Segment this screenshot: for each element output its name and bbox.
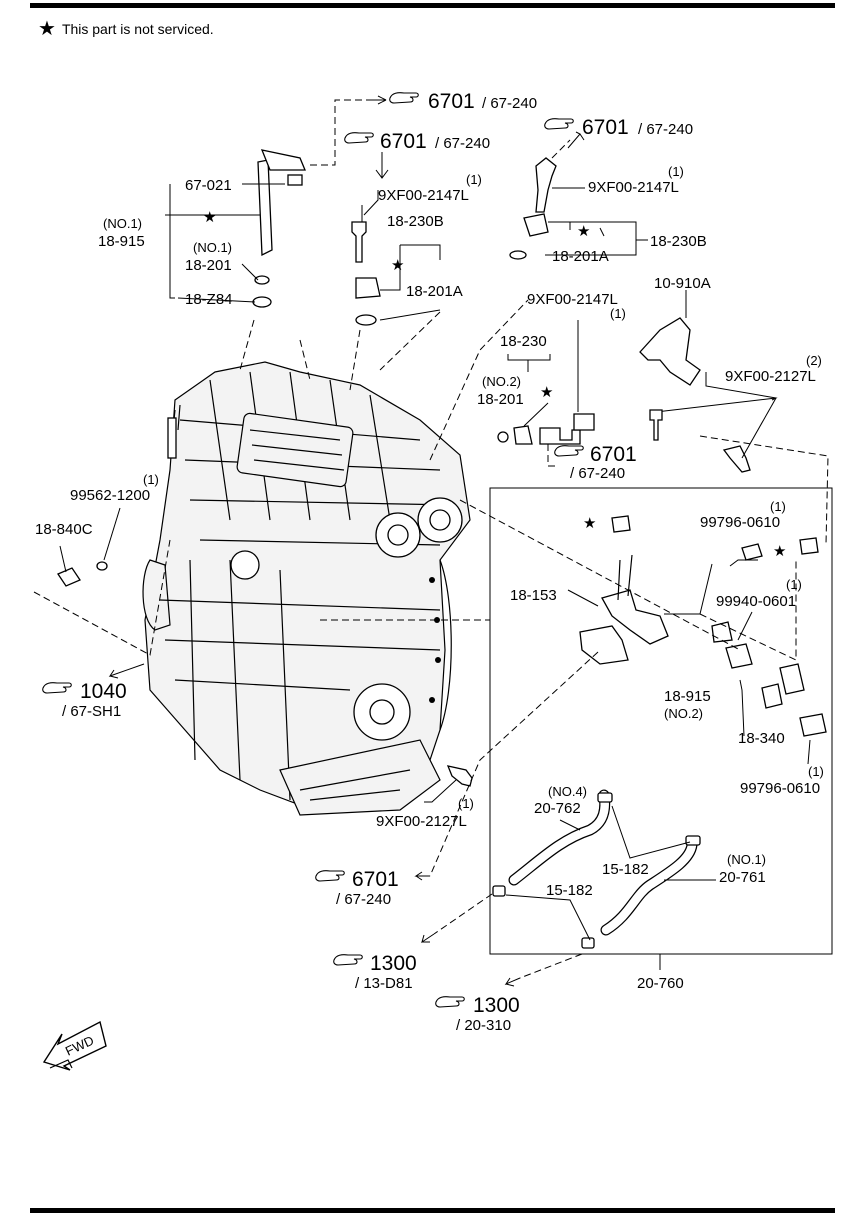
star-marker: ★ [583,515,596,532]
label-18-230b: 18-230B [387,213,444,230]
label-18-153: 18-153 [510,587,557,604]
label-18-z84: 18-Z84 [185,291,233,308]
label-18-340: 18-340 [738,730,785,747]
label-18-201: 18-201 [185,257,232,274]
reference-link-1300[interactable]: 1300 / 20-310 [435,994,520,1034]
label-18-915: 18-915 [98,233,145,250]
label-99562-1200: 99562-1200 [70,487,150,504]
label-no4: (NO.4) [548,784,587,799]
label-no2: (NO.2) [664,706,703,721]
assembly-frame-20-760 [489,487,833,955]
legend-note: ★ This part is not serviced. [38,19,214,39]
label-99796-0610: 99796-0610 [700,514,780,531]
ref-number: 6701 [582,116,629,139]
label-no1: (NO.1) [727,852,766,867]
label-15-182: 15-182 [602,861,649,878]
label-qty: (1) [808,764,824,779]
forward-arrow-icon: FWD [42,1020,107,1071]
label-9xf00-2147l: 9XF00-2147L [588,179,679,196]
ref-number: 6701 [380,130,427,153]
reference-link-6701[interactable]: 6701 / 67-240 [315,868,399,908]
label-qty: (1) [786,577,802,592]
ref-page: / 67-240 [638,121,693,138]
label-20-761: 20-761 [719,869,766,886]
ref-page: / 67-240 [336,891,391,908]
reference-link-6701[interactable]: 6701 / 67-240 [554,443,637,482]
ref-page: / 13-D81 [355,975,413,992]
label-18-915: 18-915 [664,688,711,705]
star-marker: ★ [577,223,590,240]
star-marker: ★ [540,384,553,401]
label-9xf00-2147l: 9XF00-2147L [527,291,618,308]
star-marker: ★ [391,257,404,274]
ref-number: 6701 [352,868,399,891]
star-marker: ★ [203,209,216,226]
ref-page: / 20-310 [456,1017,511,1034]
label-qty: (1) [466,172,482,187]
cam-sensor-right-group [509,131,648,260]
ref-page: / 67-240 [482,95,537,112]
label-9xf00-2147l: 9XF00-2147L [378,187,469,204]
ref-number: 1040 [80,680,127,703]
sensor-67-021-group [165,99,380,308]
label-20-762: 20-762 [534,800,581,817]
label-qty: (2) [806,353,822,368]
label-15-182: 15-182 [546,882,593,899]
label-qty: (1) [458,796,474,811]
label-9xf00-2127l: 9XF00-2127L [376,813,467,830]
label-10-910a: 10-910A [654,275,711,292]
ref-number: 6701 [428,90,475,113]
label-67-021: 67-021 [185,177,232,194]
label-qty: (1) [610,306,626,321]
star-icon: ★ [38,18,56,40]
sensor-18-840c-group [33,507,171,679]
ref-page: / 67-240 [435,135,490,152]
reference-link-1040[interactable]: 1040 / 67-SH1 [42,680,127,720]
label-18-201: 18-201 [477,391,524,408]
reference-link-6701[interactable]: 6701 / 67-240 [544,116,693,139]
label-18-230: 18-230 [500,333,547,350]
engine-assembly [142,361,471,816]
bolt-9xf00-2127l-lower [424,765,473,803]
label-no1: (NO.1) [193,240,232,255]
legend-note-text: This part is not serviced. [61,21,214,37]
cam-sensor-center-group [351,152,441,326]
ref-number: 1300 [473,994,520,1017]
label-qty: (1) [143,472,159,487]
label-99940-0601: 99940-0601 [716,593,796,610]
label-18-201a: 18-201A [552,248,609,265]
label-18-201a: 18-201A [406,283,463,300]
label-99796-0610: 99796-0610 [740,780,820,797]
label-9xf00-2127l: 9XF00-2127L [725,368,816,385]
ref-page: / 67-240 [570,465,625,482]
reference-link-1300[interactable]: 1300 / 13-D81 [333,952,417,992]
star-marker: ★ [773,543,786,560]
top-rule [30,3,835,8]
label-18-230b: 18-230B [650,233,707,250]
label-18-840c: 18-840C [35,521,93,538]
label-20-760: 20-760 [637,975,684,992]
label-no1: (NO.1) [103,216,142,231]
label-no2: (NO.2) [482,374,521,389]
water-hoses [492,789,716,970]
ref-page: / 67-SH1 [62,703,121,720]
reference-link-6701[interactable]: 6701 / 67-240 [344,130,490,153]
bracket-10-910a-group [639,290,829,545]
ref-number: 6701 [590,443,637,466]
ref-number: 1300 [370,952,417,975]
label-qty: (1) [770,499,786,514]
reference-link-6701[interactable]: 6701 / 67-240 [389,90,537,113]
water-outlet-assembly [459,499,827,765]
label-qty: (1) [668,164,684,179]
bottom-rule [30,1208,835,1213]
sensor-18-230-group [429,299,595,467]
